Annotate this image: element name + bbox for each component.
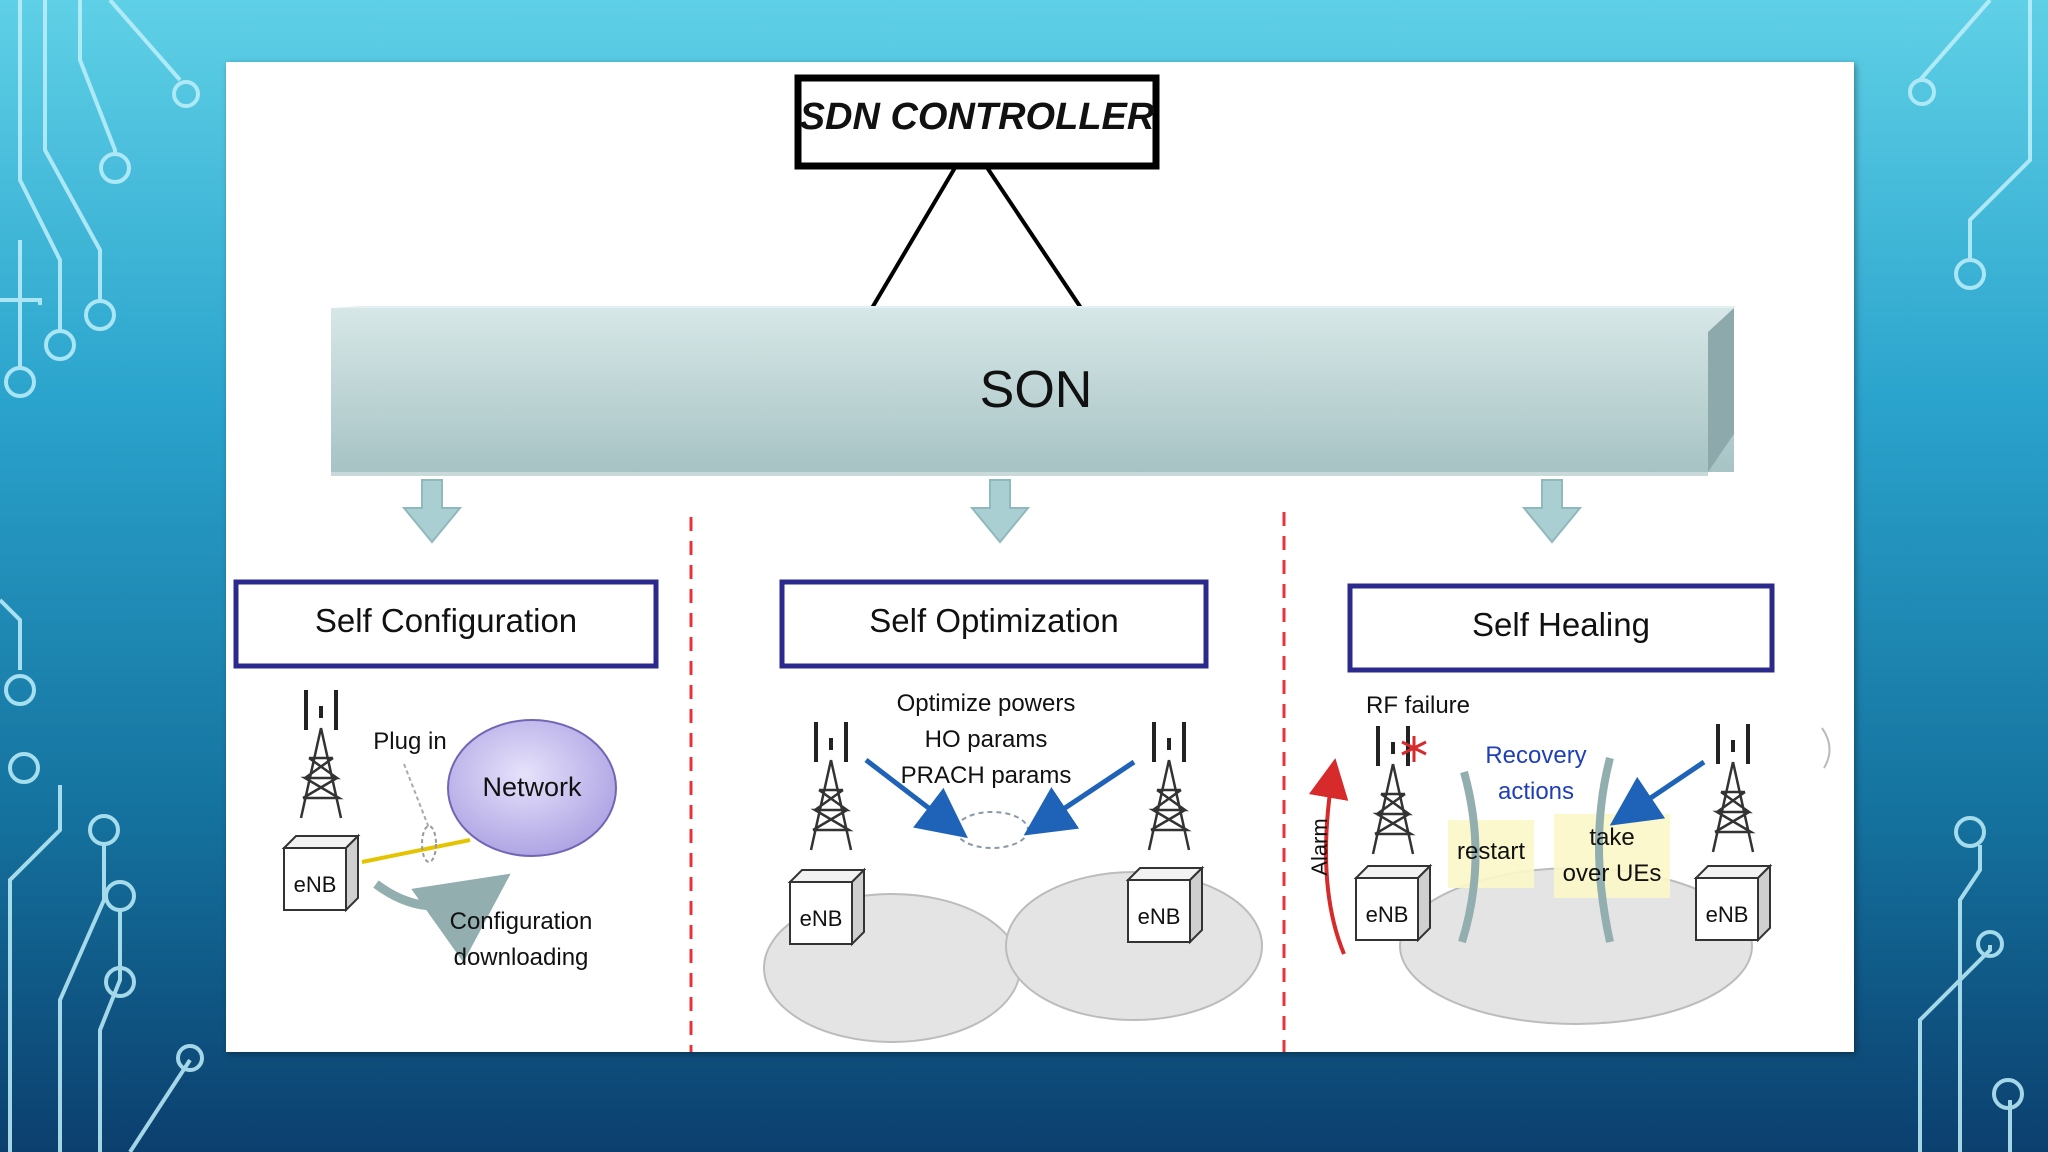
- enb-label: eNB: [799, 906, 843, 931]
- recovery-bracket-right: [1595, 756, 1614, 943]
- recovery-bracket-left: [1458, 770, 1480, 944]
- section-title-optimization: Self Optimization: [869, 602, 1119, 639]
- section-box-optimization: [779, 579, 1209, 669]
- alarm-label: Alarm: [1307, 818, 1332, 876]
- alarm-arrow: [1308, 758, 1349, 955]
- son-label: SON: [979, 361, 1093, 419]
- take-over-label-1: take: [1589, 824, 1635, 851]
- take-over-highlight: [1554, 814, 1670, 898]
- section-box-config: [233, 579, 659, 669]
- restart-label: restart: [1456, 838, 1525, 865]
- tower-icon: [809, 720, 853, 852]
- down-arrow-healing: [1521, 479, 1583, 544]
- enb-label: eNB: [1137, 904, 1181, 929]
- son-bar: [331, 306, 1736, 476]
- network-ellipse: [447, 719, 617, 857]
- recovery-label-1: Recovery: [1485, 742, 1587, 769]
- section-title-healing: Self Healing: [1472, 606, 1650, 643]
- restart-highlight: [1448, 820, 1534, 888]
- down-arrow-config: [401, 479, 463, 544]
- son-diagram: [233, 74, 1831, 1052]
- plug-in-label: Plug in: [373, 728, 447, 755]
- config-download-arrow: [373, 873, 511, 963]
- config-download-label-2: downloading: [453, 944, 589, 971]
- optimize-arrow-right: [1023, 759, 1136, 836]
- enb-label: eNB: [293, 872, 337, 897]
- enb-label: eNB: [1705, 902, 1749, 927]
- optimize-label-3: PRACH params: [900, 762, 1072, 789]
- down-arrow-optimization: [969, 479, 1031, 544]
- overlap-zone: [955, 811, 1029, 849]
- controller-connector: [870, 164, 1083, 310]
- section-title-config: Self Configuration: [314, 602, 578, 639]
- tower-icon: [299, 688, 343, 820]
- cell-edge-arc: [1821, 727, 1831, 769]
- recovery-label-2: actions: [1497, 778, 1575, 805]
- diagram-slide: SDN CONTROLLER SON Self Configuration Se…: [226, 62, 1854, 1052]
- plug-guide-line: [403, 763, 430, 829]
- network-label: Network: [482, 772, 582, 802]
- enb-label: eNB: [1365, 902, 1409, 927]
- handover-arrow: [1609, 759, 1706, 826]
- optimize-label-1: Optimize powers: [896, 690, 1076, 717]
- sdn-controller-box: [794, 74, 1160, 170]
- optimize-label-2: HO params: [924, 726, 1048, 753]
- take-over-label-2: over UEs: [1562, 860, 1662, 887]
- tower-icon: [1711, 722, 1755, 854]
- optimize-arrow-left: [864, 758, 968, 839]
- tower-icon: [1147, 720, 1191, 852]
- plug-ring: [421, 825, 437, 863]
- rf-failure-label: RF failure: [1365, 692, 1471, 719]
- controller-label: SDN CONTROLLER: [799, 96, 1155, 138]
- section-box-healing: [1347, 583, 1775, 673]
- config-download-label-1: Configuration: [449, 908, 593, 935]
- plug-cable: [361, 838, 471, 864]
- rf-failure-mark-icon: [1401, 736, 1427, 762]
